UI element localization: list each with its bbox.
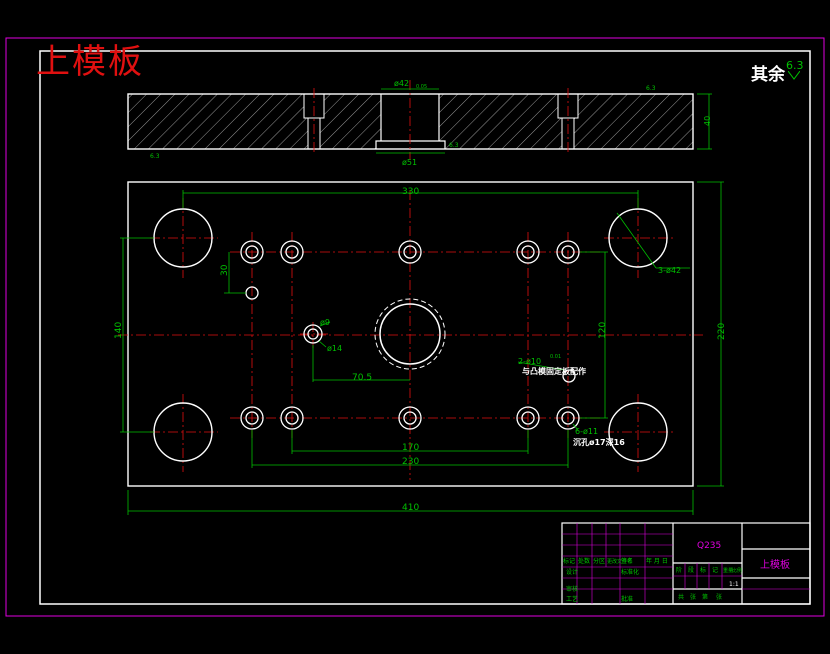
roughness-left: 6.3 <box>150 153 160 160</box>
plan-outline <box>127 181 694 487</box>
row-label: 更改文件号 <box>607 558 632 565</box>
stage-label: 记 <box>712 567 718 574</box>
plan-view: 330 410 230 170 220 140 120 30 70.5 3-ø4… <box>114 181 727 515</box>
note-counterbore: 沉孔ø17深16 <box>573 437 625 447</box>
note-pin-match: 与凸模固定板配作 <box>522 366 586 376</box>
center-bore-outer <box>374 298 446 370</box>
process-label: 工艺 <box>566 595 578 603</box>
sheet-label: 张 <box>716 593 722 601</box>
dim-d42: ø42 <box>394 79 409 88</box>
drawing-title: 上模板 <box>36 42 144 82</box>
row-label: 分区 <box>593 557 605 565</box>
row-label: 年 月 日 <box>646 557 668 565</box>
design-label: 设计 <box>566 568 578 576</box>
stage-label: 重量 <box>723 567 733 574</box>
roughness-note-text: 其余 <box>751 65 785 85</box>
dim-120: 120 <box>598 322 608 339</box>
dim-thickness-40: 40 <box>703 116 712 126</box>
dim-410: 410 <box>402 503 419 513</box>
stage-label: 比例 <box>732 567 742 574</box>
material-value: Q235 <box>697 541 721 551</box>
row-label: 标记 <box>563 557 575 565</box>
roughness-step: 6.3 <box>449 142 459 149</box>
guide-hole <box>608 208 668 268</box>
sheet-label: 张 <box>690 593 696 601</box>
dim-330: 330 <box>402 187 419 197</box>
stage-label: 标 <box>700 566 706 574</box>
sheet-outer-border <box>5 37 825 617</box>
roughness-note-value: 6.3 <box>786 59 804 80</box>
roughness-top: 6.3 <box>646 85 656 92</box>
roughness-symbol-icon <box>788 71 800 80</box>
dim-d51: ø51 <box>402 158 417 167</box>
pin-hole <box>562 369 576 383</box>
guide-hole <box>608 402 668 462</box>
stage-label: 阶 <box>676 566 682 574</box>
dim-d14: ø14 <box>327 344 342 353</box>
title-block: Q235 上模板 标记 处数 分区 更改文件号 签名 年 月 日 设计 标准化 … <box>561 522 811 605</box>
row-label: 处数 <box>578 557 590 565</box>
dim-pin-tol: 0.01 <box>550 354 561 360</box>
review-label: 审核 <box>566 585 578 593</box>
dim-220: 220 <box>717 323 727 340</box>
dim-pin-holes: 2-ø10 <box>518 357 541 366</box>
row-label: 签名 <box>621 557 633 565</box>
center-bore <box>379 303 441 365</box>
dim-screw-holes: 6-ø11 <box>575 427 598 436</box>
section-view: ø42 0.05 ø51 40 6.3 6.3 6.3 <box>127 79 712 167</box>
sheet-label: 共 <box>678 593 684 601</box>
roughness-value: 6.3 <box>786 59 804 72</box>
dim-30: 30 <box>220 264 230 276</box>
dim-70-5: 70.5 <box>352 373 372 383</box>
part-name: 上模板 <box>760 558 790 571</box>
scale-value: 1:1 <box>729 581 739 588</box>
sheet-inner-border <box>39 50 811 605</box>
screw-holes <box>240 240 580 430</box>
dim-d9: ø9 <box>320 318 330 327</box>
section-outline <box>127 93 694 150</box>
sheet-label: 第 <box>702 593 708 601</box>
dim-d42-tol: 0.05 <box>416 84 427 90</box>
approve-label: 批准 <box>621 595 633 603</box>
standard-label: 标准化 <box>621 568 639 576</box>
stage-label: 段 <box>688 566 694 574</box>
dim-230: 230 <box>402 457 419 467</box>
dim-guide-holes: 3-ø42 <box>658 266 681 275</box>
dim-170: 170 <box>402 443 419 453</box>
dim-140: 140 <box>114 322 124 339</box>
